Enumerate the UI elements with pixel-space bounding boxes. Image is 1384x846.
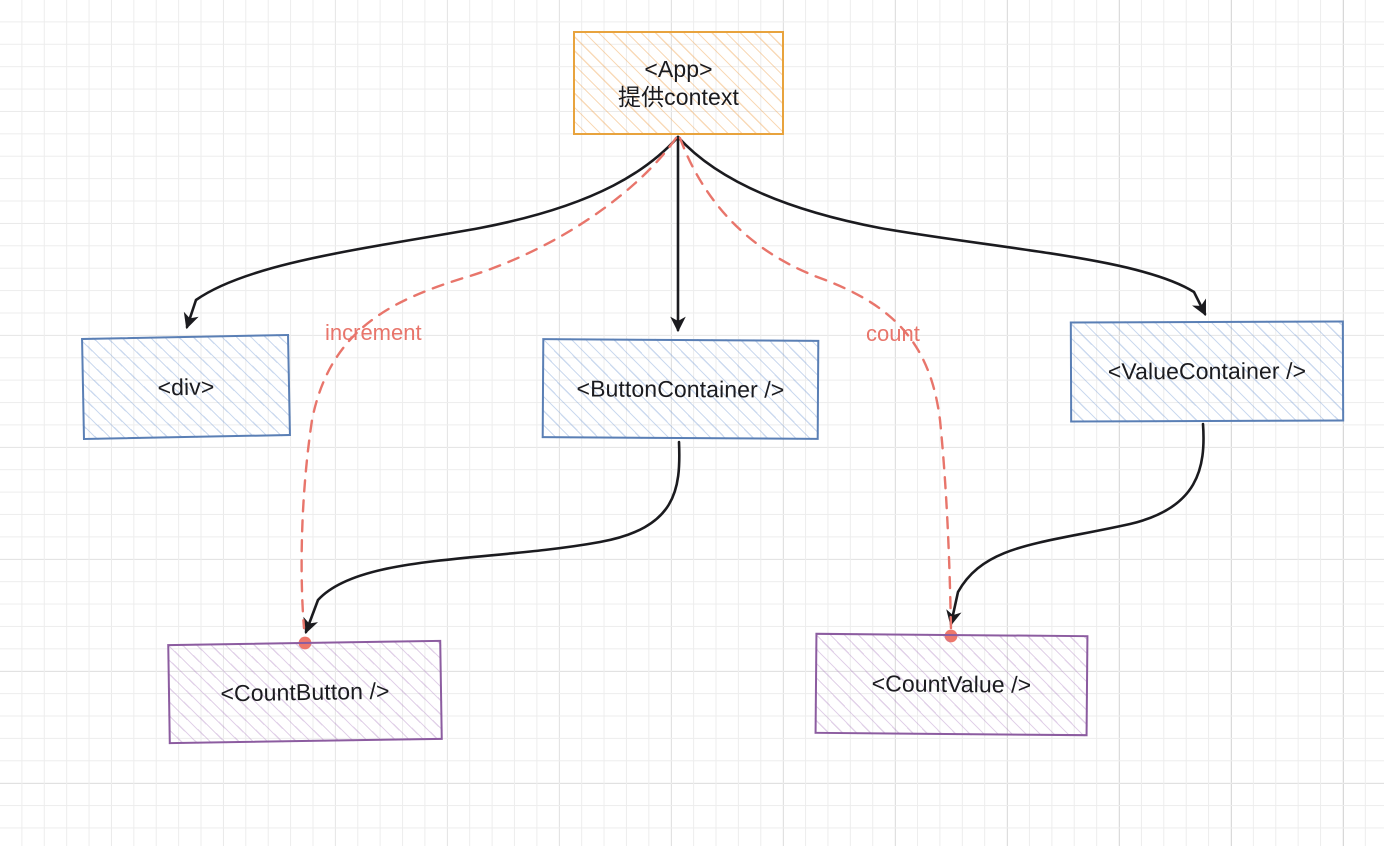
node-button-container[interactable]: <ButtonContainer /> (541, 338, 820, 440)
node-label-div: <div> (157, 373, 215, 401)
node-label-button-container: <ButtonContainer /> (576, 375, 785, 403)
edge-app-to-valuecontainer (676, 135, 1207, 316)
hachure-fill-app (573, 31, 784, 135)
edge-label-count: count (866, 321, 920, 346)
node-label-count-button: <CountButton /> (220, 677, 390, 707)
node-label-value-container: <ValueContainer /> (1107, 358, 1307, 385)
node-border-app (573, 31, 784, 135)
node-app[interactable]: <App> 提供context (573, 31, 784, 135)
node-label-app: <App> 提供context (617, 55, 740, 110)
edge-valuecontainer-to-countvalue (946, 422, 1205, 627)
node-label-count-value: <CountValue /> (871, 670, 1032, 699)
node-count-value[interactable]: <CountValue /> (814, 632, 1089, 737)
node-count-button[interactable]: <CountButton /> (167, 639, 443, 745)
node-value-container[interactable]: <ValueContainer /> (1069, 320, 1345, 423)
node-div[interactable]: <div> (81, 334, 291, 440)
edge-app-to-div (183, 135, 680, 330)
edge-label-increment: increment (325, 320, 422, 345)
edge-buttoncontainer-to-countbutton (303, 440, 681, 635)
